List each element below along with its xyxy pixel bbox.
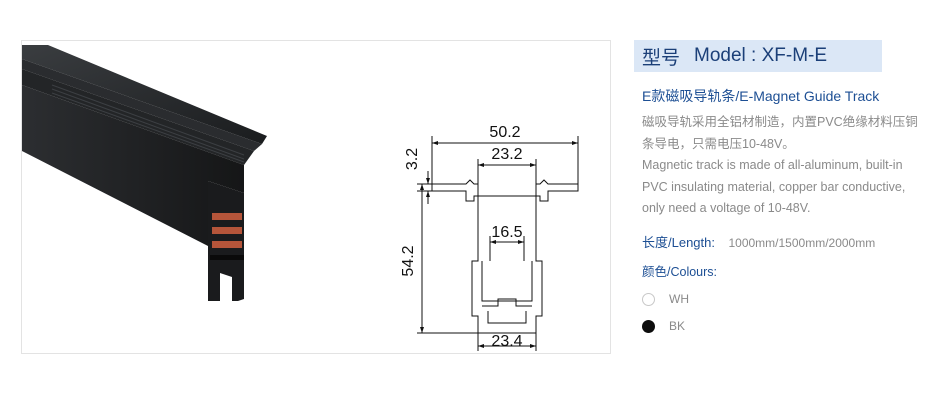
colours-label: 颜色/Colours: — [642, 265, 718, 279]
length-value: 1000mm/1500mm/2000mm — [728, 236, 876, 250]
model-label-zh: 型号 — [642, 47, 681, 69]
dim-slot-width: 16.5 — [491, 224, 522, 241]
dim-inner-width: 23.2 — [491, 146, 522, 163]
model-banner: 型号 Model : XF-M-E — [634, 40, 882, 72]
length-label: 长度/Length: — [642, 235, 715, 250]
dim-flange-height: 3.2 — [404, 148, 421, 170]
dim-bottom-width: 23.4 — [491, 333, 522, 350]
colour-code-bk: BK — [669, 319, 686, 333]
dim-top-width: 50.2 — [489, 124, 520, 141]
description-zh: 磁吸导轨采用全铝材制造，内置PVC绝缘材料压铜条导电，只需电压10-48V。 — [642, 115, 918, 151]
product-image-panel: 50.2 23.2 16.5 23.4 54.2 3.2 — [21, 40, 611, 354]
colour-option-wh[interactable]: WH — [642, 291, 689, 307]
length-spec: 长度/Length: 1000mm/1500mm/2000mm — [642, 232, 875, 251]
track-photo — [22, 45, 267, 301]
product-name: E款磁吸导轨条/E-Magnet Guide Track — [642, 88, 880, 104]
dim-total-height: 54.2 — [400, 245, 417, 276]
description-en: Magnetic track is made of all-aluminum, … — [642, 158, 906, 215]
white-swatch-icon[interactable] — [642, 292, 655, 306]
colour-option-bk[interactable]: BK — [642, 318, 685, 334]
black-swatch-icon[interactable] — [642, 319, 655, 333]
colour-code-wh: WH — [669, 292, 689, 306]
model-number: Model : XF-M-E — [694, 45, 828, 66]
cross-section-drawing: 50.2 23.2 16.5 23.4 54.2 3.2 — [400, 124, 579, 351]
